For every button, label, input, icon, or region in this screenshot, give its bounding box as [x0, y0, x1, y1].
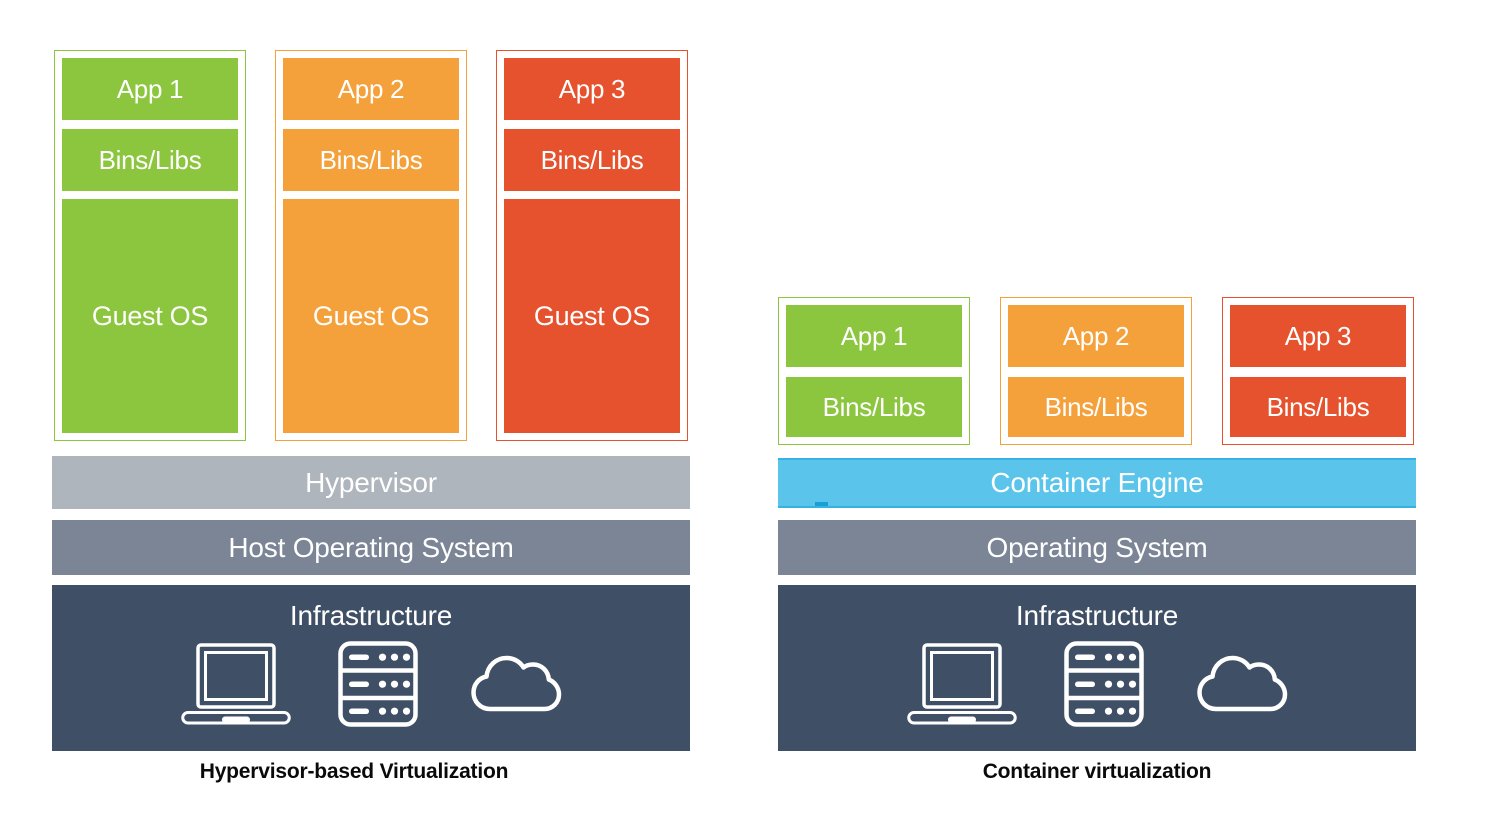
- vm2-guest-os-box: Guest OS: [283, 199, 459, 433]
- ct1-app-box: App 1: [786, 305, 962, 367]
- vm1-bins-box: Bins/Libs: [62, 129, 238, 191]
- cloud-icon: [464, 649, 562, 719]
- hypervisor-bar: Hypervisor: [52, 456, 690, 509]
- engine-accent-mark: [815, 502, 828, 506]
- server-icon: [1064, 641, 1144, 727]
- cloud-icon: [1190, 649, 1288, 719]
- os-bar: Operating System: [778, 520, 1416, 575]
- container-stack-2: App 2 Bins/Libs: [1000, 297, 1192, 445]
- vm-stack-3: App 3 Bins/Libs Guest OS: [496, 50, 688, 441]
- vm2-bins-box: Bins/Libs: [283, 129, 459, 191]
- vm3-guest-os-box: Guest OS: [504, 199, 680, 433]
- laptop-icon: [906, 643, 1018, 725]
- infrastructure-bar-left: Infrastructure: [52, 585, 690, 751]
- vm3-app-box: App 3: [504, 58, 680, 120]
- infrastructure-label: Infrastructure: [1015, 600, 1179, 631]
- infrastructure-icons: [906, 641, 1288, 727]
- vm3-bins-box: Bins/Libs: [504, 129, 680, 191]
- host-os-bar: Host Operating System: [52, 520, 690, 575]
- container-stack-3: App 3 Bins/Libs: [1222, 297, 1414, 445]
- infrastructure-bar-right: Infrastructure: [778, 585, 1416, 751]
- vm-stack-2: App 2 Bins/Libs Guest OS: [275, 50, 467, 441]
- vm1-guest-os-box: Guest OS: [62, 199, 238, 433]
- ct3-bins-box: Bins/Libs: [1230, 377, 1406, 437]
- vm2-app-box: App 2: [283, 58, 459, 120]
- right-caption: Container virtualization: [982, 760, 1212, 783]
- laptop-icon: [180, 643, 292, 725]
- server-icon: [338, 641, 418, 727]
- ct2-app-box: App 2: [1008, 305, 1184, 367]
- left-caption: Hypervisor-based Virtualization: [199, 760, 509, 783]
- container-engine-bar: Container Engine: [778, 458, 1416, 508]
- ct3-app-box: App 3: [1230, 305, 1406, 367]
- ct2-bins-box: Bins/Libs: [1008, 377, 1184, 437]
- infrastructure-icons: [180, 641, 562, 727]
- container-diagram: App 1 Bins/Libs App 2 Bins/Libs App 3 Bi…: [778, 50, 1416, 810]
- ct1-bins-box: Bins/Libs: [786, 377, 962, 437]
- infrastructure-label: Infrastructure: [289, 600, 453, 631]
- vm1-app-box: App 1: [62, 58, 238, 120]
- container-stack-1: App 1 Bins/Libs: [778, 297, 970, 445]
- hypervisor-diagram: App 1 Bins/Libs Guest OS App 2 Bins/Libs…: [52, 50, 690, 810]
- vm-stack-1: App 1 Bins/Libs Guest OS: [54, 50, 246, 441]
